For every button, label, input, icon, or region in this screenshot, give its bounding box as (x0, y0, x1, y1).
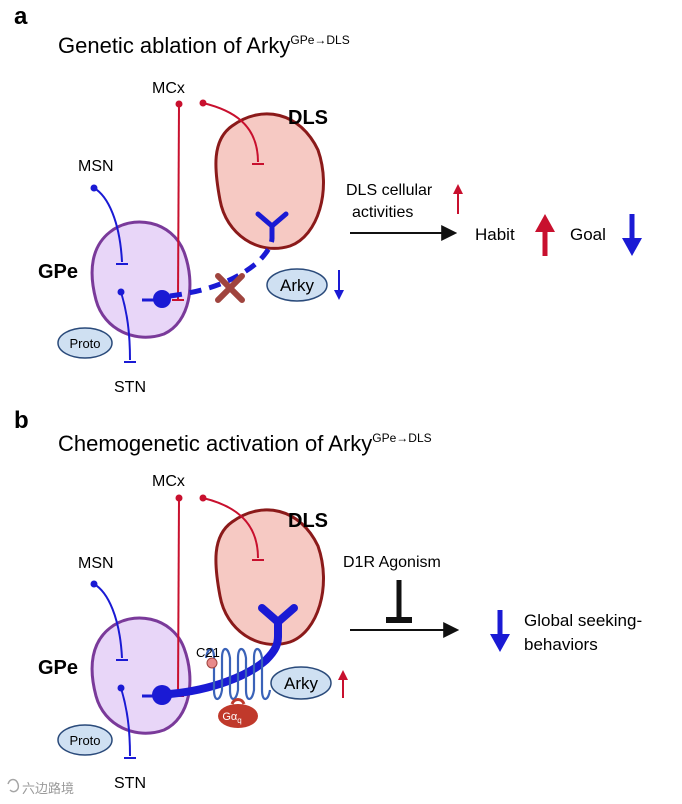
dls-region-a (214, 112, 325, 250)
msn-label-b: MSN (78, 555, 114, 572)
proto-label-a: Proto (69, 336, 100, 351)
outcome-line1: Global seeking- (524, 611, 642, 630)
c21-label: C21 (196, 645, 220, 660)
dreadd-receptor-icon (204, 647, 272, 701)
dls-up-arrow-icon-a (453, 184, 463, 214)
mcx-axon-gpe-b (177, 497, 180, 697)
arky-bubble-a (266, 268, 328, 302)
watermark-text: 六边路境 (22, 781, 74, 797)
msn-axon-b (93, 583, 123, 659)
proto-label-b: Proto (69, 733, 100, 748)
habit-label: Habit (475, 225, 515, 244)
arky-bubble-b (270, 666, 332, 700)
goal-down-arrow-icon (622, 214, 642, 256)
mcx-label-b: MCx (152, 473, 185, 490)
mcx-axon-gpe-a (177, 103, 180, 301)
seeking-down-arrow-icon (490, 610, 510, 652)
arky-label-a: Arky (280, 276, 315, 295)
outcome-line2: behaviors (524, 635, 598, 654)
panel-a-letter: a (14, 3, 28, 30)
habit-up-arrow-icon (535, 214, 555, 256)
arky-up-arrow-icon-b (338, 670, 348, 698)
c21-ligand-icon (206, 657, 218, 669)
gpe-region-b (90, 616, 192, 735)
stn-label-b: STN (114, 775, 146, 792)
watermark-logo-icon (7, 778, 20, 793)
panel-b: b Chemogenetic activation of ArkyGPe→DLS… (14, 407, 642, 792)
arky-terminal-a (255, 211, 289, 241)
gpe-label-b: GPe (38, 657, 78, 679)
dls-label-b: DLS (288, 510, 328, 532)
stn-axon-a (120, 291, 131, 361)
arky-terminal-b (258, 604, 298, 640)
mcx-axon-dls-b (202, 497, 259, 559)
dls-label-a: DLS (288, 107, 328, 129)
stn-axon-b (120, 687, 131, 757)
panel-a-title: Genetic ablation of ArkyGPe→DLS (58, 33, 350, 58)
gpe-region-a (90, 220, 192, 339)
proto-bubble-a (57, 327, 113, 359)
ablation-cross-icon (215, 273, 245, 303)
inhibition-bar-icon (386, 580, 412, 623)
msn-axon-a (93, 187, 123, 263)
watermark: 六边路境 (7, 778, 74, 797)
stn-label-a: STN (114, 379, 146, 396)
agonism-label: D1R Agonism (343, 554, 441, 571)
mcx-axon-dls-a (202, 102, 259, 163)
arky-down-arrow-icon-a (334, 270, 344, 300)
gq-protein-icon (218, 698, 258, 728)
arky-soma-a (153, 290, 171, 308)
msn-label-a: MSN (78, 158, 114, 175)
panel-a: a Genetic ablation of ArkyGPe→DLS DLS GP… (14, 3, 642, 396)
mcx-label-a: MCx (152, 80, 185, 97)
proto-bubble-b (57, 724, 113, 756)
panel-b-title: Chemogenetic activation of ArkyGPe→DLS (58, 431, 432, 456)
gpe-label-a: GPe (38, 261, 78, 283)
arky-label-b: Arky (284, 674, 319, 693)
arky-axon-solid-b (166, 632, 282, 698)
dls-effect-line2-a: activities (352, 204, 413, 221)
goal-label: Goal (570, 225, 606, 244)
panel-b-letter: b (14, 407, 29, 434)
gq-label: Gαq (222, 711, 241, 725)
arky-axon-dashed-a (169, 237, 275, 299)
arky-soma-b (152, 685, 172, 705)
dls-effect-line1-a: DLS cellular (346, 182, 433, 199)
